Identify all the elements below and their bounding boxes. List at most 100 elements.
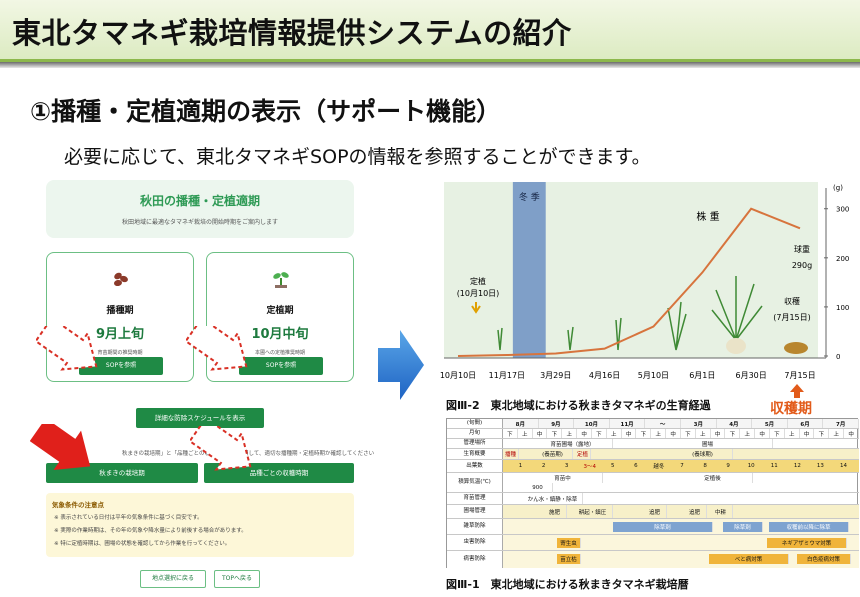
calendar-month: 11月 [610,419,646,428]
calendar-row-label: 積算気温(℃) [447,473,503,492]
calendar-period: 下 [503,429,518,438]
calendar-month: 8月 [503,419,539,428]
leaf-count: 3～4 [583,464,596,470]
calendar-figure-caption: 図Ⅲ-1 東北地域における秋まきタマネギ栽培暦 [446,578,689,591]
app-screen: 秋田の播種・定植適期 秋田地域に最適なタマネギ栽培の開始時期をご案内します 播種… [30,178,375,597]
x-tick-label: 3月29日 [540,371,571,380]
leaf-count: 1 [518,463,523,469]
calendar-cell: 追肥 [643,505,667,518]
disease-control-bar: べと病対策 [709,554,789,564]
calendar-cell: 中耕 [709,505,733,518]
growth-chart: 冬 季 株 重 定植 (10月10日) 球重 290g 収穫 (7月15日) (… [440,182,849,380]
growth-figure-caption: 図Ⅲ-2 東北地域における秋まきタマネギの生育経過 [446,399,711,412]
x-tick-label: 10月10日 [440,371,476,380]
calendar-period: 中 [800,429,815,438]
title-divider [0,62,860,68]
weed-control-bar: 除草剤 [723,522,763,532]
back-to-top-button[interactable]: TOPへ戻る [214,570,260,588]
fall-sowing-button[interactable]: 秋まきの栽培期 [46,463,198,483]
calendar-month: 6月 [788,419,824,428]
bulb-weight-annotation: 290g [792,261,812,270]
calendar-period: 下 [815,429,830,438]
dashed-pointer-arrow-icon [190,426,252,471]
sowing-note: 育苗期間の推奨時期 [97,350,143,356]
harvest-note: 秋まきの栽培期」と「品種ごとの収穫時期」を参照して、適切な播種期・定植時期か確認… [122,451,375,457]
calendar-month: 5月 [752,419,788,428]
leaf-count: 13 [816,463,824,469]
harvest-period-label: 収穫期 [770,401,812,417]
calendar-period: 下 [592,429,607,438]
leaf-count: 5 [611,463,615,469]
planting-label: 定植期 [266,306,294,316]
calendar-period: 中 [533,429,548,438]
calendar-period: 下 [770,429,785,438]
calendar-row-label: 管理場所 [447,439,503,448]
weather-title: 気象条件の注意点 [52,501,104,509]
variety-harvest-button[interactable]: 品種ごとの収穫時期 [204,463,354,483]
calendar-row-disease: 病害防除 苗立枯 べと病対策 白色疫病対策 [447,551,859,568]
red-pointer-arrow-icon [30,424,91,470]
calendar-row-label: 病害防除 [447,551,503,568]
calendar-period: 中 [577,429,592,438]
insect-control-bar: ネギアザミウマ対策 [767,538,847,548]
calendar-period: 中 [711,429,726,438]
calendar-period: 中 [666,429,681,438]
planting-annotation: 定植 [470,276,486,286]
calendar-period: 上 [740,429,756,438]
calendar-header-label: (旬間) [447,419,503,428]
winter-band [512,182,546,358]
calendar-period: 上 [696,429,711,438]
x-tick-label: 4月16日 [589,371,620,380]
slide-title: 東北タマネギ栽培情報提供システムの紹介 [12,16,572,50]
sowing-value: 9月上旬 [95,327,145,342]
leaf-count: 14 [839,463,847,469]
calendar-row-label: 生育概要 [447,449,503,459]
leaf-count: 越冬 [653,464,665,470]
up-arrow-icon [790,384,804,398]
calendar-row-field: 圃場管理 施肥 耕起・鎮圧 追肥 追肥 中耕 [447,505,859,519]
calendar-period: 上 [829,429,845,438]
leaf-count: 12 [793,463,801,469]
seed-icon [114,272,128,287]
calendar-period-label: 月旬 [447,429,503,438]
calendar-row-label: 圃場管理 [447,505,503,518]
planting-sop-button[interactable]: SOPを参照 [239,357,323,375]
weather-line: ※ 表示されている日付は平年の気象条件に基づく目安です。 [54,515,203,521]
planting-card: 定植期 10月中旬 本圃への定植推奨時期 SOPを参照 [206,252,354,382]
harvest-annotation: 収穫 [784,296,800,306]
back-to-location-button[interactable]: 地点選択に戻る [140,570,206,588]
disease-control-bar: 白色疫病対策 [797,554,851,564]
right-arrow-icon [378,330,424,400]
x-tick-label: 6月1日 [689,371,715,380]
weather-line: ※ 特に定植時期は、圃場の状態を確認してから作業を行ってください。 [54,541,231,547]
weed-control-bar: 収穫前以降に除草 [769,522,849,532]
calendar-row-insects: 虫害防除 寄生虫 ネギアザミウマ対策 [447,535,859,551]
calendar-period: 下 [726,429,741,438]
calendar-row-label: 出葉数 [447,460,503,472]
planting-marker-icon [471,302,481,314]
y-tick-label: 300 [836,206,849,214]
calendar-cell: 耕起・鎮圧 [573,505,613,518]
calendar-month: 4月 [717,419,753,428]
schedule-button[interactable]: 詳細な防除スケジュールを表示 [136,408,264,428]
calendar-row-nursery: 育苗管理 かん水・鎮静・除草 [447,493,859,505]
winter-label: 冬 季 [519,191,540,203]
planting-note: 本圃への定植推奨時期 [254,350,305,356]
sowing-sop-button[interactable]: SOPを参照 [79,357,163,375]
chart-background [444,182,818,358]
planting-date-annotation: (10月10日) [457,289,500,298]
calendar-row-weeds: 雑草防除 除草剤 除草剤 収穫前以降に除草 [447,519,859,535]
calendar-period: 上 [562,429,578,438]
calendar-month: 10月 [574,419,610,428]
calendar-period-row: 月旬 下上中下上中下上中下上中下上中下上中下上中下上中 [447,429,859,439]
weather-notice: 気象条件の注意点 ※ 表示されている日付は平年の気象条件に基づく目安です。 ※ … [46,493,354,557]
app-header: 秋田の播種・定植適期 秋田地域に最適なタマネギ栽培の開始時期をご案内します [46,180,354,238]
harvest-date-annotation: (7月15日) [773,313,811,322]
calendar-cell: 900 [523,483,553,493]
dashed-pointer-arrow-icon [186,326,248,371]
weather-line: ※ 実際の作業時期は、その年の気象や降水量により前後する場合があります。 [54,528,247,534]
sowing-label: 播種期 [106,306,134,316]
calendar-month: 7月 [823,419,859,428]
leaf-count: 11 [770,463,778,469]
